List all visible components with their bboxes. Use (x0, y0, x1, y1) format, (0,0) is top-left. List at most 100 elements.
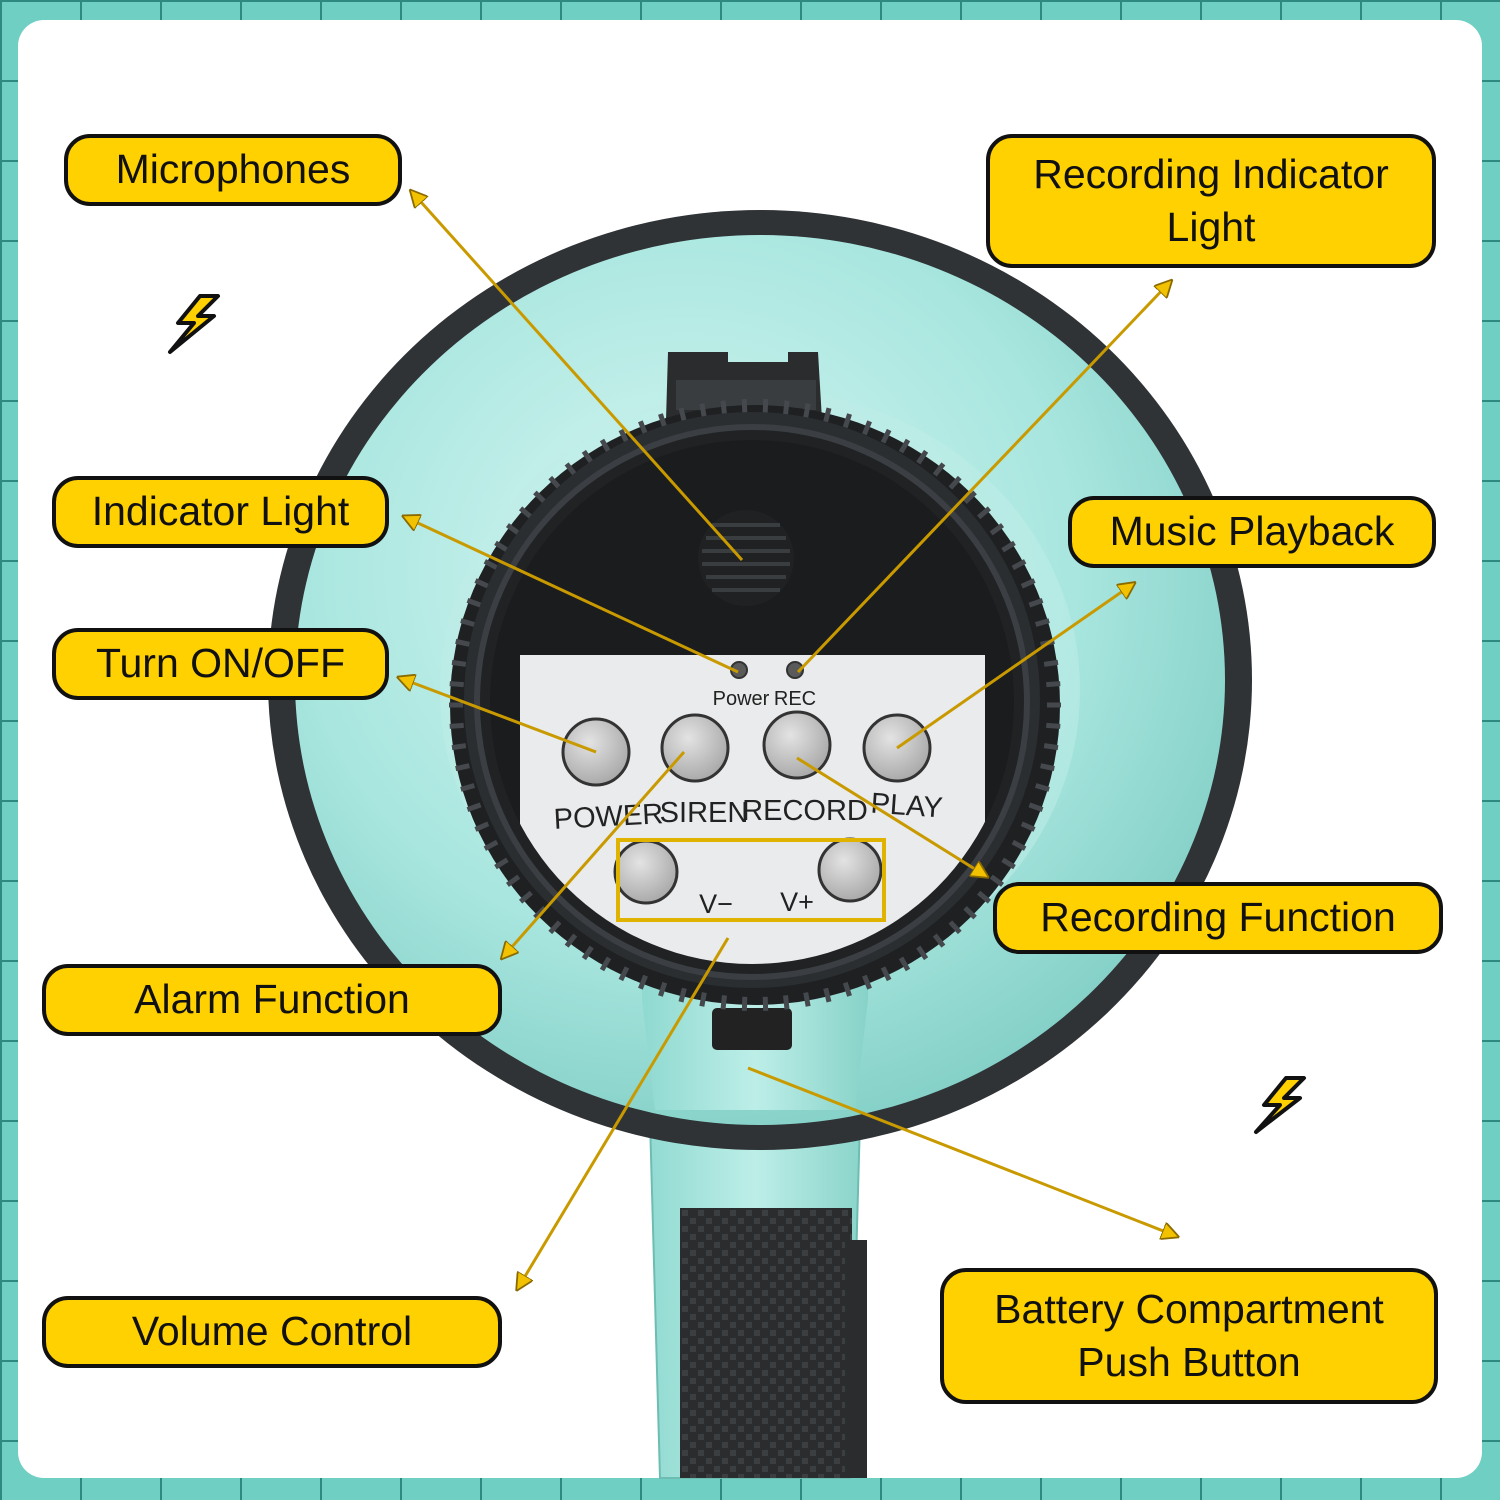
ridge-mark (449, 681, 464, 688)
ridge-mark (449, 722, 464, 729)
ridge-mark (1020, 578, 1036, 589)
ridge-mark (678, 987, 687, 1003)
callout-turn-on-off: Turn ON/OFF (52, 628, 389, 700)
ridge-mark (599, 956, 612, 972)
ridge-mark (699, 992, 707, 1007)
ridge-mark (533, 490, 547, 504)
power-button-label: POWER (553, 798, 664, 836)
ridge-mark (1040, 763, 1055, 772)
arrow-recording-function (796, 756, 986, 876)
ridge-mark (963, 490, 977, 504)
rec-led (786, 661, 804, 679)
ridge-mark (977, 506, 992, 520)
ridge-mark (460, 783, 476, 792)
ridge-mark (1034, 618, 1050, 627)
volume-down-label: V− (699, 889, 733, 919)
ridge-mark (989, 874, 1005, 887)
microphone-grille-icon (698, 510, 794, 606)
ridge-mark (783, 995, 790, 1010)
ridge-mark (581, 449, 594, 465)
ridge-mark (466, 597, 482, 608)
ridge-mark (548, 475, 562, 490)
ridge-mark (494, 540, 509, 553)
ridge-mark (638, 974, 648, 990)
lightning-icon (1254, 1076, 1306, 1134)
record-button (762, 710, 832, 780)
ridge-mark (658, 413, 668, 429)
ridge-mark (1001, 857, 1016, 870)
leader-arrows (400, 192, 1176, 1288)
ridge-mark (599, 438, 612, 454)
volume-highlight-box (616, 838, 886, 922)
siren-button-label: SIREN (660, 797, 749, 829)
ridge-mark (455, 763, 470, 772)
volume-up-button (817, 837, 883, 903)
ridge-mark (783, 400, 790, 415)
callout-volume-control-text: Volume Control (131, 1308, 413, 1355)
callout-music-playback-text: Music Playback (1109, 508, 1395, 555)
ridge-mark (842, 981, 852, 997)
ridge-mark (581, 945, 594, 961)
ridge-mark (474, 578, 490, 589)
ridge-mark (1043, 743, 1059, 751)
ridge-mark (803, 403, 811, 418)
ridge-mark (916, 449, 929, 465)
face-ridges (449, 399, 1061, 1011)
callout-microphones-text: Microphones (115, 146, 351, 193)
ridge-mark (1034, 783, 1050, 792)
ridge-mark (518, 890, 533, 904)
ridge-mark (483, 559, 499, 571)
rec-led-label: REC (774, 688, 816, 710)
battery-push-button (712, 1008, 792, 1050)
arrow-recording-indicator (796, 282, 1170, 674)
ridge-mark (977, 890, 992, 904)
arrow-turn-on-off (400, 678, 597, 754)
ridge-mark (932, 462, 946, 477)
callout-turn-on-off-text: Turn ON/OFF (95, 640, 346, 687)
ridge-mark (466, 802, 482, 813)
play-button-label: PLAY (870, 788, 944, 825)
ridge-mark (505, 523, 521, 536)
ridge-mark (823, 987, 832, 1003)
callout-recording-indicator-line1: Recording Indicator (1033, 150, 1389, 197)
ridge-mark (699, 403, 707, 418)
ridge-mark (862, 974, 872, 990)
ridge-mark (1043, 659, 1059, 667)
ridge-mark (842, 413, 852, 429)
callout-battery-line2: Push Button (1077, 1339, 1301, 1385)
ridge-mark (720, 400, 727, 415)
callout-volume-control: Volume Control (42, 1296, 502, 1368)
ridge-mark (916, 945, 929, 961)
ridge-mark (823, 407, 832, 423)
ridge-mark (451, 743, 467, 751)
ridge-mark (1011, 559, 1027, 571)
ridge-mark (1028, 597, 1044, 608)
shoulder-strap (680, 1208, 852, 1478)
top-clip (666, 352, 822, 420)
arrow-indicator-light (405, 517, 739, 674)
ridge-mark (963, 906, 977, 920)
callout-battery-compartment: Battery Compartment Push Button (940, 1268, 1438, 1404)
ridge-mark (948, 920, 962, 935)
ridge-mark (494, 857, 509, 870)
ridge-mark (451, 659, 467, 667)
siren-button (660, 713, 730, 783)
callout-recording-function: Recording Function (993, 882, 1443, 954)
lightning-icon (168, 294, 220, 354)
ridge-mark (1028, 802, 1044, 813)
ridge-mark (1020, 821, 1036, 832)
ridge-mark (720, 995, 727, 1010)
ridge-mark (1001, 540, 1016, 553)
ridge-mark (658, 981, 668, 997)
ridge-mark (474, 821, 490, 832)
arrow-alarm-function (503, 751, 686, 957)
callout-indicator-light: Indicator Light (52, 476, 389, 548)
arrow-music-playback (896, 584, 1133, 750)
arrow-microphones (412, 192, 744, 562)
ridge-mark (948, 475, 962, 490)
ridge-mark (862, 420, 872, 436)
ridge-mark (564, 462, 578, 477)
callout-alarm-function-text: Alarm Function (134, 976, 410, 1023)
ridge-mark (455, 638, 470, 647)
ridge-mark (1046, 681, 1061, 688)
